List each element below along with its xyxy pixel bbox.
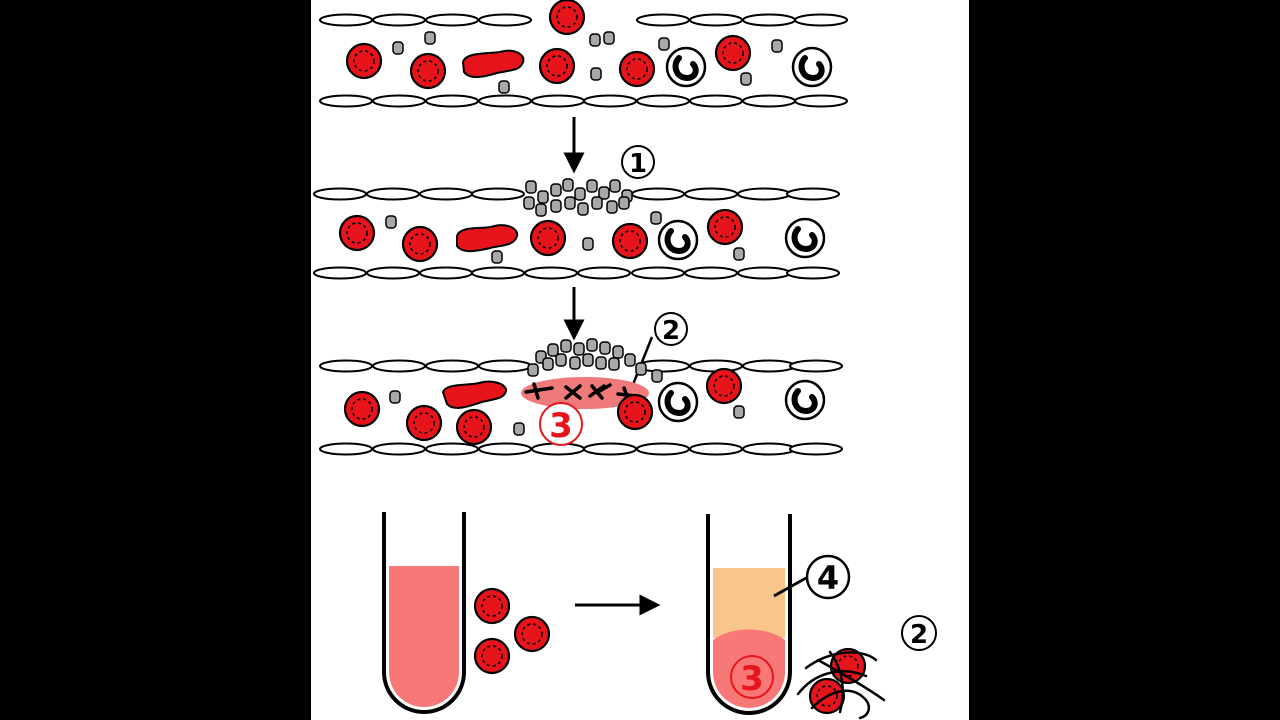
rbc-icon xyxy=(714,34,752,72)
rbc-icon xyxy=(513,615,551,653)
label-2-badge: 2 xyxy=(901,615,937,651)
label-1-badge: 1 xyxy=(621,145,655,179)
label-3-badge: 3 xyxy=(730,655,774,699)
wbc-icon xyxy=(659,383,697,421)
rbc-icon xyxy=(473,637,511,675)
tube-blood-fill xyxy=(389,566,459,707)
rbc-icon xyxy=(548,0,586,36)
test-tube-icon xyxy=(706,514,792,715)
rbc-icon xyxy=(345,42,383,80)
rbc-icon xyxy=(343,390,381,428)
label-4-pointer xyxy=(773,576,807,598)
rbc-icon xyxy=(455,408,493,446)
wbc-icon xyxy=(659,221,697,259)
label-2: 2 xyxy=(662,316,680,346)
deformed-rbc-icon xyxy=(456,224,519,253)
rbc-icon xyxy=(405,404,443,442)
label-3: 3 xyxy=(740,659,764,699)
deformed-rbc-icon xyxy=(461,49,525,78)
clot-region xyxy=(521,377,649,409)
fibrin-icon xyxy=(796,650,886,720)
rbc-icon xyxy=(611,222,649,260)
deformed-rbc-icon xyxy=(441,380,507,409)
serum-layer xyxy=(713,568,785,638)
test-tube-clotted: 3 xyxy=(706,514,792,715)
wbc-icon xyxy=(793,48,831,86)
label-4: 4 xyxy=(817,559,839,597)
rbc-icon xyxy=(538,47,576,85)
label-2: 2 xyxy=(910,620,928,650)
label-3-badge: 3 xyxy=(539,402,583,446)
vessel-clotting: 3 xyxy=(319,338,843,456)
rbc-icon xyxy=(706,208,744,246)
test-tube-whole-blood xyxy=(382,512,466,714)
label-4-badge: 4 xyxy=(805,554,851,600)
test-tube-icon xyxy=(382,512,466,714)
rbc-icon xyxy=(618,50,656,88)
label-1: 1 xyxy=(629,149,647,179)
vessel-intact xyxy=(319,0,848,108)
label-2-badge: 2 xyxy=(654,312,688,346)
rbc-icon xyxy=(338,214,376,252)
rbc-icon xyxy=(529,219,567,257)
fibrin-clot-cluster xyxy=(796,647,886,720)
rbc-icon xyxy=(616,393,654,431)
clot-layer xyxy=(713,629,785,708)
rbc-icon xyxy=(705,367,743,405)
wbc-icon xyxy=(786,381,824,419)
label-3: 3 xyxy=(549,406,573,446)
rbc-icon xyxy=(409,52,447,90)
wbc-icon xyxy=(786,219,824,257)
wbc-icon xyxy=(667,48,705,86)
vessel-injured xyxy=(313,178,840,280)
rbc-icon xyxy=(473,587,511,625)
rbc-icon xyxy=(401,225,439,263)
